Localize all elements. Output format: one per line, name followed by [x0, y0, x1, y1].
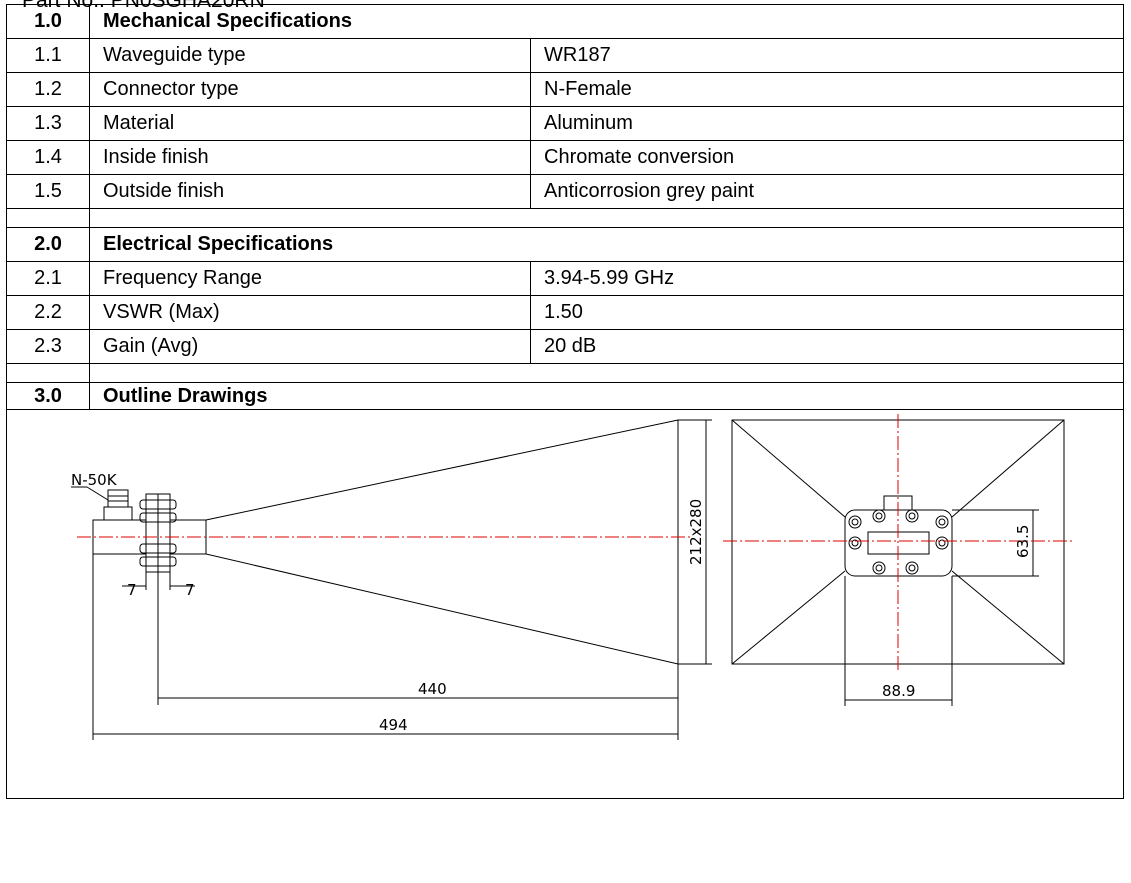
table-row: 1.4 Inside finish Chromate conversion — [6, 140, 1124, 175]
row-number: 1.3 — [6, 106, 90, 141]
flange-left — [145, 493, 159, 573]
table-row: 2.3 Gain (Avg) 20 dB — [6, 329, 1124, 364]
spacer-cell — [89, 208, 1124, 228]
dim-flange-width: 88.9 — [882, 682, 915, 700]
row-value: 20 dB — [530, 329, 1124, 364]
row-parameter: Waveguide type — [89, 38, 531, 73]
row-parameter: Material — [89, 106, 531, 141]
drawing-row: N-50K 7 7 440 494 88.9 212x280 63.5 — [6, 409, 1124, 799]
dim-flange-height: 63.5 — [1014, 525, 1032, 558]
table-row: 2.1 Frequency Range 3.94-5.99 GHz — [6, 261, 1124, 296]
row-number: 1.2 — [6, 72, 90, 107]
section-header-outline: 3.0 Outline Drawings — [6, 382, 1124, 410]
bolt — [139, 556, 177, 567]
dim-total-length: 494 — [379, 716, 408, 734]
section-number: 1.0 — [6, 4, 90, 39]
dim-aperture: 212x280 — [687, 499, 705, 565]
row-number: 1.1 — [6, 38, 90, 73]
section-header-electrical: 2.0 Electrical Specifications — [6, 227, 1124, 262]
row-number: 2.1 — [6, 261, 90, 296]
row-parameter: Frequency Range — [89, 261, 531, 296]
horn-flare — [205, 419, 679, 665]
row-value: WR187 — [530, 38, 1124, 73]
table-row: 1.5 Outside finish Anticorrosion grey pa… — [6, 174, 1124, 209]
bolt — [139, 512, 177, 523]
row-number: 2.2 — [6, 295, 90, 330]
table-row: 2.2 VSWR (Max) 1.50 — [6, 295, 1124, 330]
section-number: 3.0 — [6, 382, 90, 410]
section-title: Outline Drawings — [89, 382, 1124, 410]
row-parameter: VSWR (Max) — [89, 295, 531, 330]
outline-drawing: N-50K 7 7 440 494 88.9 212x280 63.5 — [71, 414, 1075, 740]
row-value: Aluminum — [530, 106, 1124, 141]
spacer-cell — [6, 363, 90, 383]
row-number: 1.5 — [6, 174, 90, 209]
row-parameter: Connector type — [89, 72, 531, 107]
drawing-cell: N-50K 7 7 440 494 88.9 212x280 63.5 — [6, 409, 1124, 799]
dim-flange-right: 7 — [185, 581, 195, 599]
row-parameter: Inside finish — [89, 140, 531, 175]
row-parameter: Outside finish — [89, 174, 531, 209]
dim-flange-left: 7 — [127, 581, 137, 599]
spacer-row — [6, 208, 1124, 228]
connector-label: N-50K — [71, 471, 118, 489]
table-row: 1.1 Waveguide type WR187 — [6, 38, 1124, 73]
section-number: 2.0 — [6, 227, 90, 262]
spec-table: 1.0 Mechanical Specifications 1.1 Wavegu… — [6, 4, 1124, 799]
row-value: 1.50 — [530, 295, 1124, 330]
row-parameter: Gain (Avg) — [89, 329, 531, 364]
section-header-mechanical: 1.0 Mechanical Specifications — [6, 4, 1124, 39]
row-number: 1.4 — [6, 140, 90, 175]
section-title: Mechanical Specifications — [89, 4, 1124, 39]
flange-right — [157, 493, 171, 573]
spacer-cell — [6, 208, 90, 228]
table-row: 1.2 Connector type N-Female — [6, 72, 1124, 107]
row-value: N-Female — [530, 72, 1124, 107]
connector-body — [103, 506, 133, 521]
spacer-row — [6, 363, 1124, 383]
dim-horn-length: 440 — [418, 680, 447, 698]
row-value: 3.94-5.99 GHz — [530, 261, 1124, 296]
row-number: 2.3 — [6, 329, 90, 364]
bolt — [139, 543, 177, 554]
spacer-cell — [89, 363, 1124, 383]
table-row: 1.3 Material Aluminum — [6, 106, 1124, 141]
connector-tip — [107, 489, 129, 508]
section-title: Electrical Specifications — [89, 227, 1124, 262]
bolt — [139, 499, 177, 510]
row-value: Anticorrosion grey paint — [530, 174, 1124, 209]
row-value: Chromate conversion — [530, 140, 1124, 175]
